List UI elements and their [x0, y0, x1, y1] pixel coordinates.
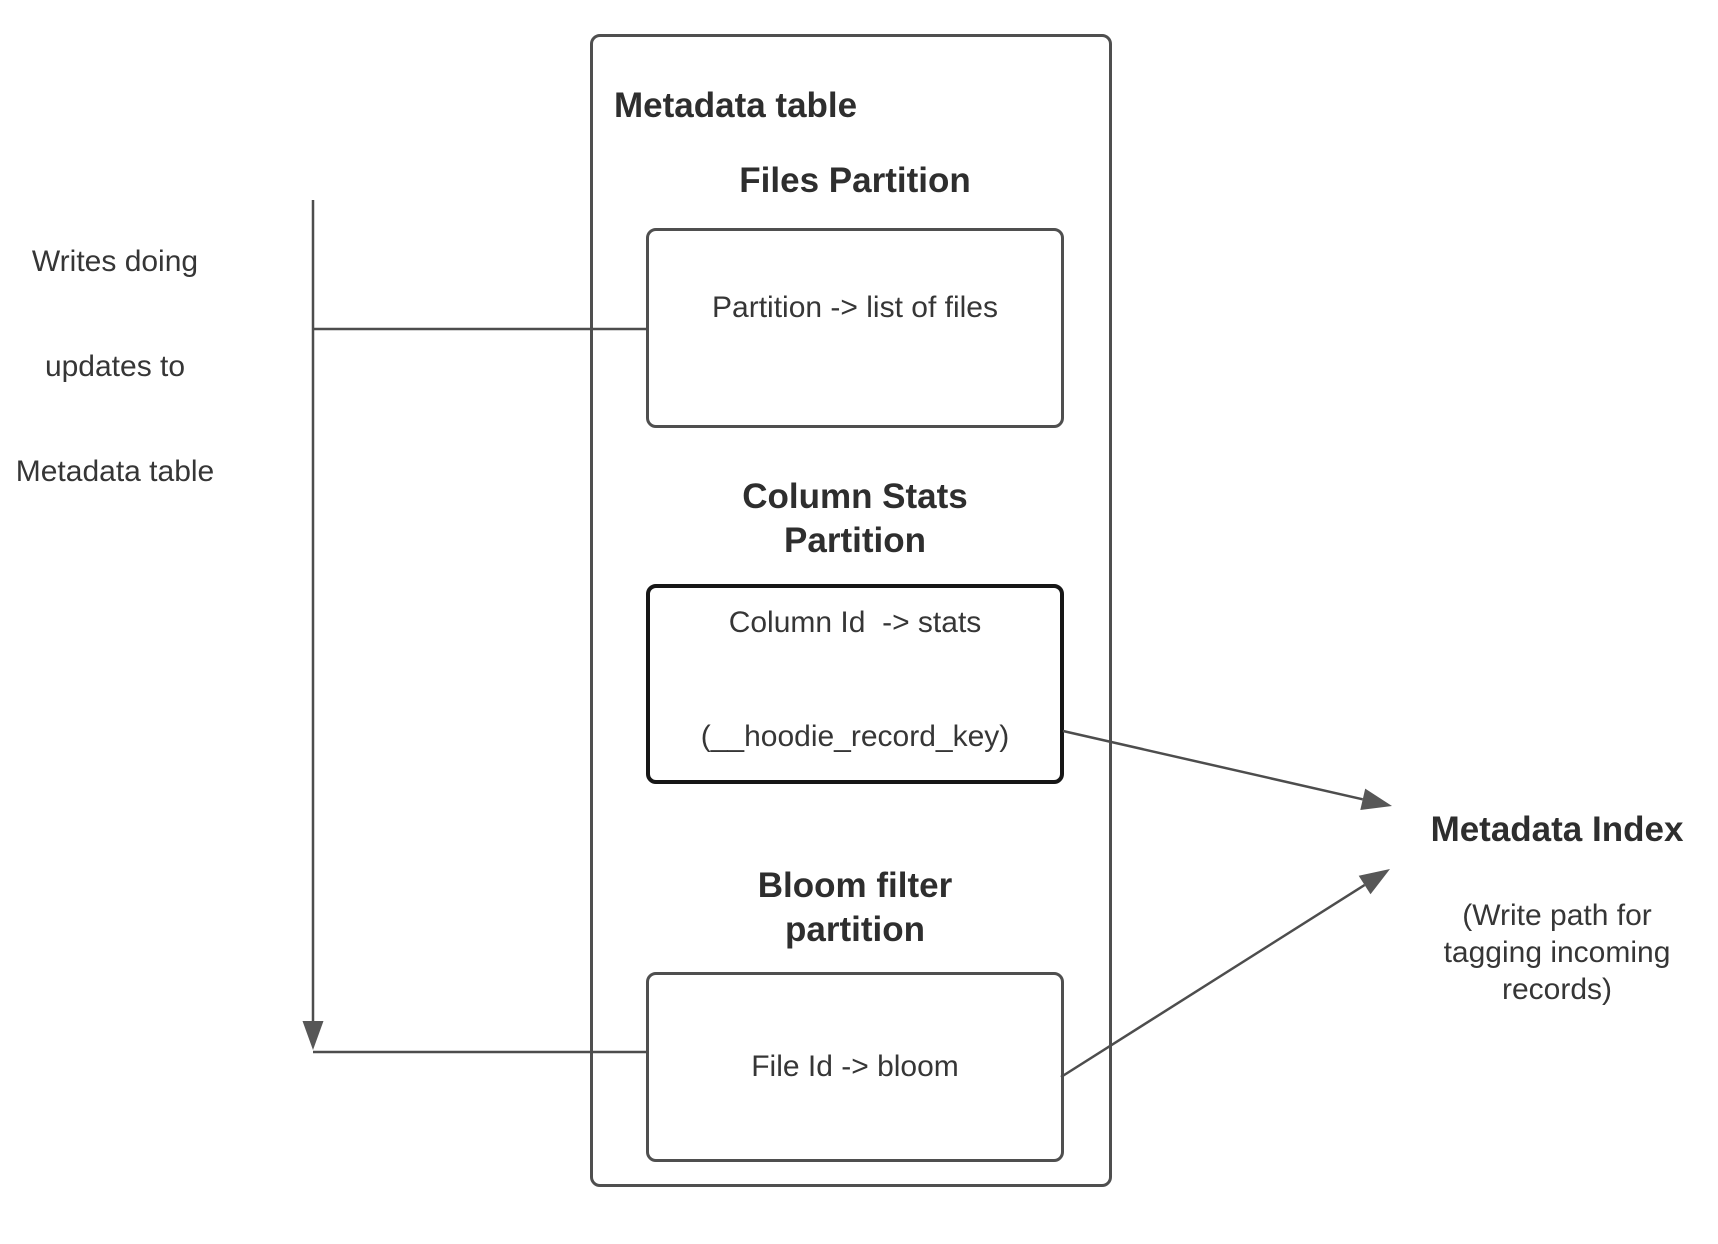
writes-updates-label-line: updates to [44, 350, 186, 383]
metadata-index-subtitle-line: (Write path for [1462, 899, 1652, 932]
files-partition-box-text: Partition -> list of files [712, 213, 998, 403]
metadata-index-subtitle-line: tagging incoming [1443, 936, 1671, 969]
column-stats-partition-box-text-line: (__hoodie_record_key) [700, 720, 1010, 753]
bloom-filter-partition-box: File Id -> bloom [646, 972, 1064, 1162]
column-stats-partition-box-text: Column Id -> stats (__hoodie_record_key) [701, 528, 1010, 832]
column-stats-partition-heading-line: Partition [784, 521, 926, 560]
column-stats-partition-heading-line: Column Stats [742, 477, 968, 516]
column-stats-to-index-arrow [1062, 729, 1392, 810]
column-stats-partition-heading: Column Stats Partition [646, 475, 1064, 563]
files-partition-box: Partition -> list of files [646, 228, 1064, 428]
bloom-filter-partition-heading: Bloom filter partition [646, 864, 1064, 952]
writes-updates-label-line: Metadata table [15, 455, 215, 488]
metadata-index-title: Metadata Index [1430, 810, 1684, 849]
column-stats-partition-box: Column Id -> stats (__hoodie_record_key) [646, 584, 1064, 784]
metadata-index-subtitle: (Write path for tagging incoming records… [1396, 897, 1718, 1008]
bloom-filter-partition-heading-line: partition [785, 910, 925, 949]
files-partition-heading: Files Partition [646, 159, 1064, 203]
writes-updates-label-line: Writes doing [31, 245, 199, 278]
bloom-filter-partition-heading-line: Bloom filter [757, 866, 953, 905]
metadata-table-title: Metadata table [614, 86, 858, 125]
bloom-filter-partition-box-text-line: File Id -> bloom [751, 1050, 959, 1083]
up-right-arrowhead-icon [1358, 869, 1390, 895]
metadata-index-subtitle-line: records) [1501, 973, 1613, 1006]
column-stats-partition-box-text-line: Column Id -> stats [728, 606, 982, 639]
bloom-filter-partition-box-text: File Id -> bloom [751, 972, 959, 1162]
files-partition-heading-line: Files Partition [739, 161, 971, 200]
files-partition-box-text-line: Partition -> list of files [712, 291, 998, 324]
writes-updates-label: Writes doing updates to Metadata table [10, 174, 220, 559]
right-arrowhead-icon [1360, 788, 1392, 810]
down-arrowhead-icon [302, 1021, 324, 1050]
